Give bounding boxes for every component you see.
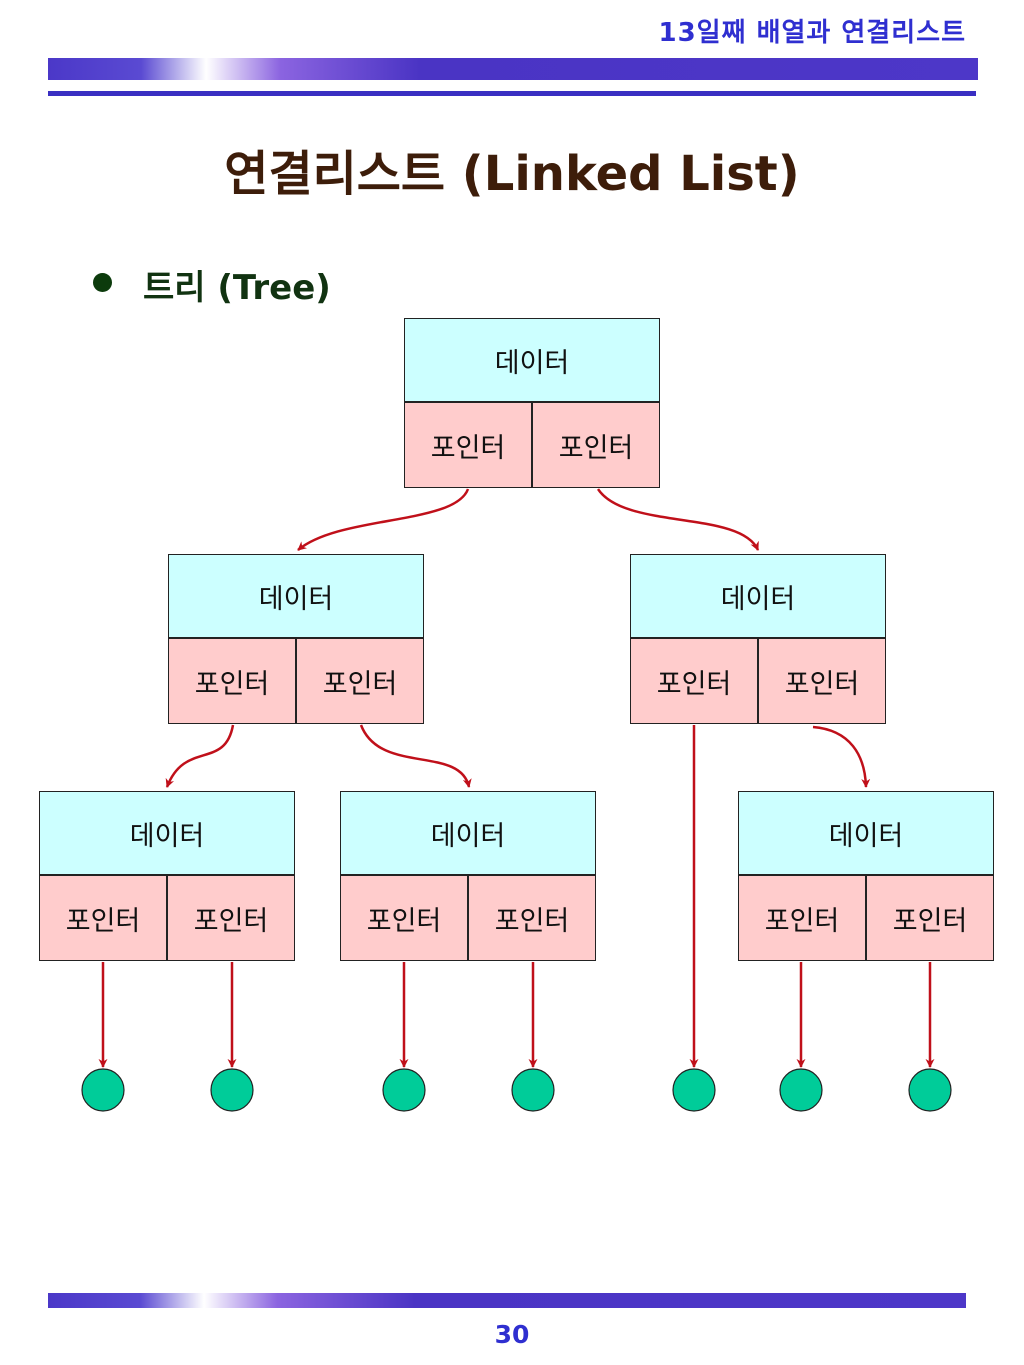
edge-root-left bbox=[297, 488, 470, 551]
edge-root-right bbox=[596, 488, 760, 551]
tree-node-root: 데이터 포인터 포인터 bbox=[404, 318, 660, 488]
tree-node-level2-c: 데이터 포인터 포인터 bbox=[738, 791, 994, 961]
node-right-pointer: 포인터 bbox=[468, 875, 596, 961]
node-data-cell: 데이터 bbox=[168, 554, 424, 638]
node-data-cell: 데이터 bbox=[340, 791, 596, 875]
node-left-pointer: 포인터 bbox=[168, 638, 296, 724]
node-right-pointer: 포인터 bbox=[532, 402, 660, 488]
footer-band bbox=[48, 1293, 966, 1308]
node-data-cell: 데이터 bbox=[630, 554, 886, 638]
chapter-title: 13일째 배열과 연결리스트 bbox=[658, 18, 966, 48]
null-leaf bbox=[908, 1068, 952, 1112]
node-left-pointer: 포인터 bbox=[630, 638, 758, 724]
node-left-pointer: 포인터 bbox=[404, 402, 532, 488]
null-leaf bbox=[210, 1068, 254, 1112]
tree-node-level2-b: 데이터 포인터 포인터 bbox=[340, 791, 596, 961]
tree-node-level2-a: 데이터 포인터 포인터 bbox=[39, 791, 295, 961]
edge-n2-right bbox=[812, 725, 871, 788]
edge-n1-left bbox=[165, 724, 235, 788]
null-leaf bbox=[779, 1068, 823, 1112]
node-right-pointer: 포인터 bbox=[167, 875, 295, 961]
null-leaf bbox=[81, 1068, 125, 1112]
node-data-cell: 데이터 bbox=[404, 318, 660, 402]
node-left-pointer: 포인터 bbox=[39, 875, 167, 961]
null-leaf bbox=[672, 1068, 716, 1112]
node-right-pointer: 포인터 bbox=[866, 875, 994, 961]
node-right-pointer: 포인터 bbox=[296, 638, 424, 724]
slide-title: 연결리스트 (Linked List) bbox=[224, 146, 800, 202]
page-number: 30 bbox=[494, 1320, 530, 1349]
tree-node-level1-left: 데이터 포인터 포인터 bbox=[168, 554, 424, 724]
null-leaf bbox=[382, 1068, 426, 1112]
edge-n1-right bbox=[359, 724, 472, 788]
tree-node-level1-right: 데이터 포인터 포인터 bbox=[630, 554, 886, 724]
node-data-cell: 데이터 bbox=[39, 791, 295, 875]
node-left-pointer: 포인터 bbox=[738, 875, 866, 961]
bullet-icon bbox=[93, 273, 112, 292]
header-rule bbox=[48, 91, 976, 96]
node-data-cell: 데이터 bbox=[738, 791, 994, 875]
node-right-pointer: 포인터 bbox=[758, 638, 886, 724]
header-band bbox=[48, 58, 978, 80]
null-leaf bbox=[511, 1068, 555, 1112]
node-left-pointer: 포인터 bbox=[340, 875, 468, 961]
bullet-text: 트리 (Tree) bbox=[143, 268, 331, 308]
